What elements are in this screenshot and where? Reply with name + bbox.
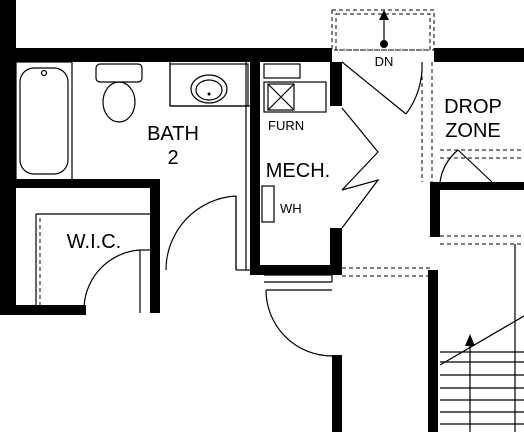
room-label-drop: DROP xyxy=(444,96,502,118)
wall-drop-bottom xyxy=(430,182,524,190)
wall-top-left xyxy=(0,48,332,62)
wall-wic-right xyxy=(150,179,160,313)
wall-mech-right-lower xyxy=(330,228,342,275)
room-label-zone: ZONE xyxy=(445,120,501,142)
toilet-bowl xyxy=(102,81,136,123)
toilet-tank xyxy=(95,63,143,83)
bath-fixtures xyxy=(15,61,249,181)
wall-bath-mech xyxy=(250,62,260,272)
water-heater-label: WH xyxy=(280,201,302,216)
stair-down-label: DN xyxy=(375,54,394,69)
room-label-mech: MECH. xyxy=(266,160,330,182)
wall-left-outer-top xyxy=(0,0,16,188)
wic-door-swing xyxy=(83,249,141,314)
furnace-label: FURN xyxy=(268,118,304,133)
sink-inner xyxy=(195,79,223,101)
stair-down-arrow-icon xyxy=(379,10,389,20)
bathtub-inner xyxy=(19,67,69,175)
wall-stair-left-top xyxy=(430,182,440,237)
water-heater xyxy=(261,185,275,223)
bath-door-swing xyxy=(165,195,237,271)
wall-wic-bottom xyxy=(0,305,86,315)
stair-up-arrow-icon xyxy=(465,334,475,346)
furnace xyxy=(263,81,327,113)
wall-wic-left xyxy=(0,188,16,313)
wall-mech-right-upper xyxy=(330,62,342,106)
wall-mech-bottom xyxy=(250,265,340,275)
room-label-bath-number: 2 xyxy=(167,147,178,169)
vanity xyxy=(169,63,249,107)
drop-zone-door-swing xyxy=(439,149,459,183)
landing-door-swing xyxy=(405,61,423,115)
mech-fixtures: FURN WH xyxy=(261,63,327,223)
wall-top-right xyxy=(434,48,524,62)
wall-stair-left xyxy=(428,270,438,432)
tub-drain xyxy=(40,69,48,77)
doors xyxy=(83,61,493,357)
wall-bath-bottom xyxy=(0,179,160,188)
room-labels: BATH 2 W.I.C. MECH. DROP ZONE xyxy=(67,96,502,253)
sink-bowl xyxy=(190,74,228,104)
stairs xyxy=(439,244,524,432)
stair-down: DN xyxy=(375,10,394,69)
room-label-wic: W.I.C. xyxy=(67,231,121,253)
mech-bifold-door xyxy=(341,107,379,191)
hall-door-swing xyxy=(265,289,333,357)
room-label-bath: BATH xyxy=(147,123,199,145)
wall-hall-post xyxy=(332,355,342,432)
bathtub xyxy=(15,61,73,181)
